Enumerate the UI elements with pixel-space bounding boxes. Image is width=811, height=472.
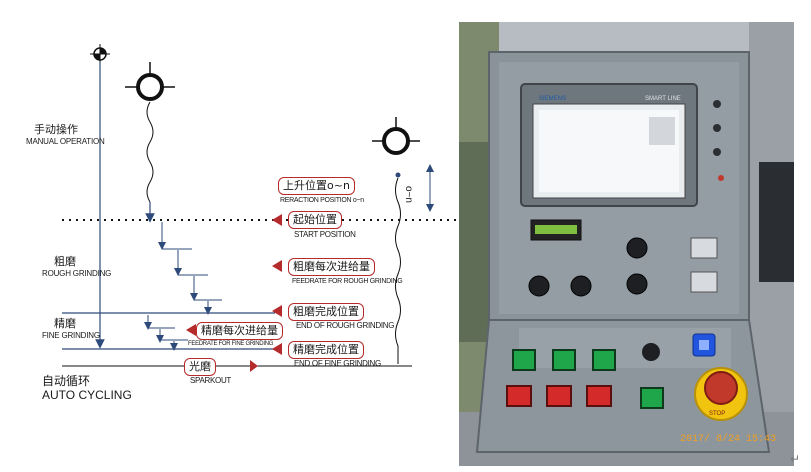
- rough-feed-staircase: [158, 222, 222, 315]
- grinding-cycle-diagram: [62, 44, 458, 372]
- photo-timestamp: 2017/ 8/24 15:43: [680, 434, 777, 445]
- step-end-rough: 粗磨完成位置: [288, 303, 364, 321]
- control-panel-illustration: SIEMENS SMART LINE: [459, 22, 794, 466]
- step-rough-feedrate: 粗磨每次进给量: [288, 258, 375, 276]
- step-retract-position-en: RERACTION POSITION o~n: [280, 197, 364, 204]
- screen-model: SMART LINE: [645, 96, 681, 102]
- step-end-rough-en: END OF ROUGH GRINDING: [296, 321, 395, 330]
- step-retract-position: 上升位置o~n: [278, 177, 355, 195]
- auto-cycling-en: AUTO CYCLING: [42, 388, 132, 402]
- rough-grinding-zh: 粗磨: [54, 255, 76, 268]
- step-end-fine-en: END OF FINE GRINDING: [294, 359, 381, 368]
- fine-grinding-zh: 精磨: [54, 317, 76, 330]
- auto-cycling-zh: 自动循环: [42, 374, 91, 388]
- red-arrow-icon: [186, 214, 282, 372]
- screen-brand: SIEMENS: [539, 96, 566, 102]
- step-rough-feedrate-en: FEEDRATE FOR ROUGH GRINDING: [292, 278, 403, 285]
- retract-wave-path: [395, 177, 401, 364]
- estop-label: STOP: [709, 411, 725, 417]
- fine-grinding-en: FINE GRINDING: [42, 331, 100, 340]
- grinding-wheel-icon: [372, 117, 420, 155]
- fine-feed-staircase: [144, 315, 188, 351]
- manual-operation-zh: 手动操作: [34, 123, 78, 136]
- rough-grinding-en: ROUGH GRINDING: [42, 269, 112, 278]
- grinding-wheel-icon: [125, 62, 175, 101]
- step-start-position-en: START POSITION: [294, 230, 356, 239]
- enter-glyph-icon: ↵: [790, 452, 801, 466]
- step-sparkout: 光磨: [184, 358, 216, 376]
- control-panel-photo: SIEMENS SMART LINE: [459, 22, 794, 466]
- step-sparkout-en: SPARKOUT: [190, 376, 232, 385]
- manual-feed-wave-path: [146, 101, 154, 203]
- step-end-fine: 精磨完成位置: [288, 341, 364, 359]
- step-fine-feedrate-en: FEEDRATE FOR FINE GRINDING: [188, 341, 274, 347]
- step-start-position: 起始位置: [288, 211, 342, 229]
- origin-crosshair-icon: [90, 44, 110, 64]
- retract-range-label: o~n: [403, 186, 414, 203]
- step-fine-feedrate: 精磨每次进给量: [196, 322, 283, 340]
- manual-operation-en: MANUAL OPERATION: [26, 137, 105, 146]
